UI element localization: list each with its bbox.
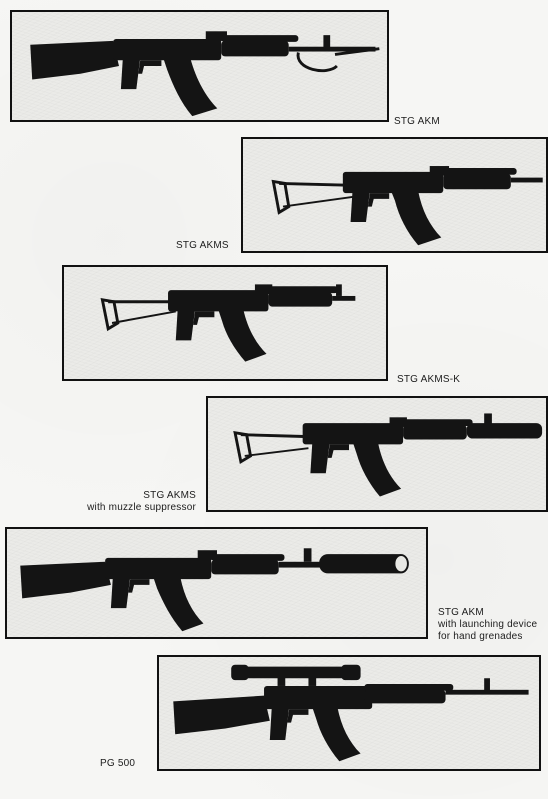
rifle-photo-akms-suppressor [206,396,548,512]
caption-line: with muzzle suppressor [87,502,196,513]
caption-line: STG AKMS-K [397,374,461,385]
rifle-pg500-illustration [173,664,529,762]
caption-line: STG AKMS [176,240,229,251]
caption-line: STG AKM [394,116,440,127]
caption-akms: STG AKMS [176,240,229,252]
rifle-akm-illustration [30,31,380,117]
rifle-akm-launcher-illustration [20,548,409,632]
caption-akm: STG AKM [394,116,440,128]
caption-line: with launching device [438,619,538,630]
caption-line: STG AKM [438,607,484,618]
caption-line: for hand grenades [438,631,523,642]
rifle-akms-illustration [271,166,543,246]
caption-akms-suppressor: STG AKMS with muzzle suppressor [40,490,196,514]
caption-akms-k: STG AKMS-K [397,374,460,386]
caption-pg500: PG 500 [100,758,135,770]
caption-akm-launcher: STG AKM with launching device for hand g… [438,607,537,643]
rifle-photo-akm-launcher [5,527,428,639]
caption-line: STG AKMS [143,490,196,501]
rifle-akms-suppressor-illustration [233,413,543,497]
rifle-photo-akms [241,137,548,253]
rifle-akms-k-illustration [100,284,356,362]
rifle-photo-akms-k [62,265,388,381]
rifle-photo-akm [10,10,389,122]
rifle-photo-pg500 [157,655,541,771]
caption-line: PG 500 [100,758,136,769]
